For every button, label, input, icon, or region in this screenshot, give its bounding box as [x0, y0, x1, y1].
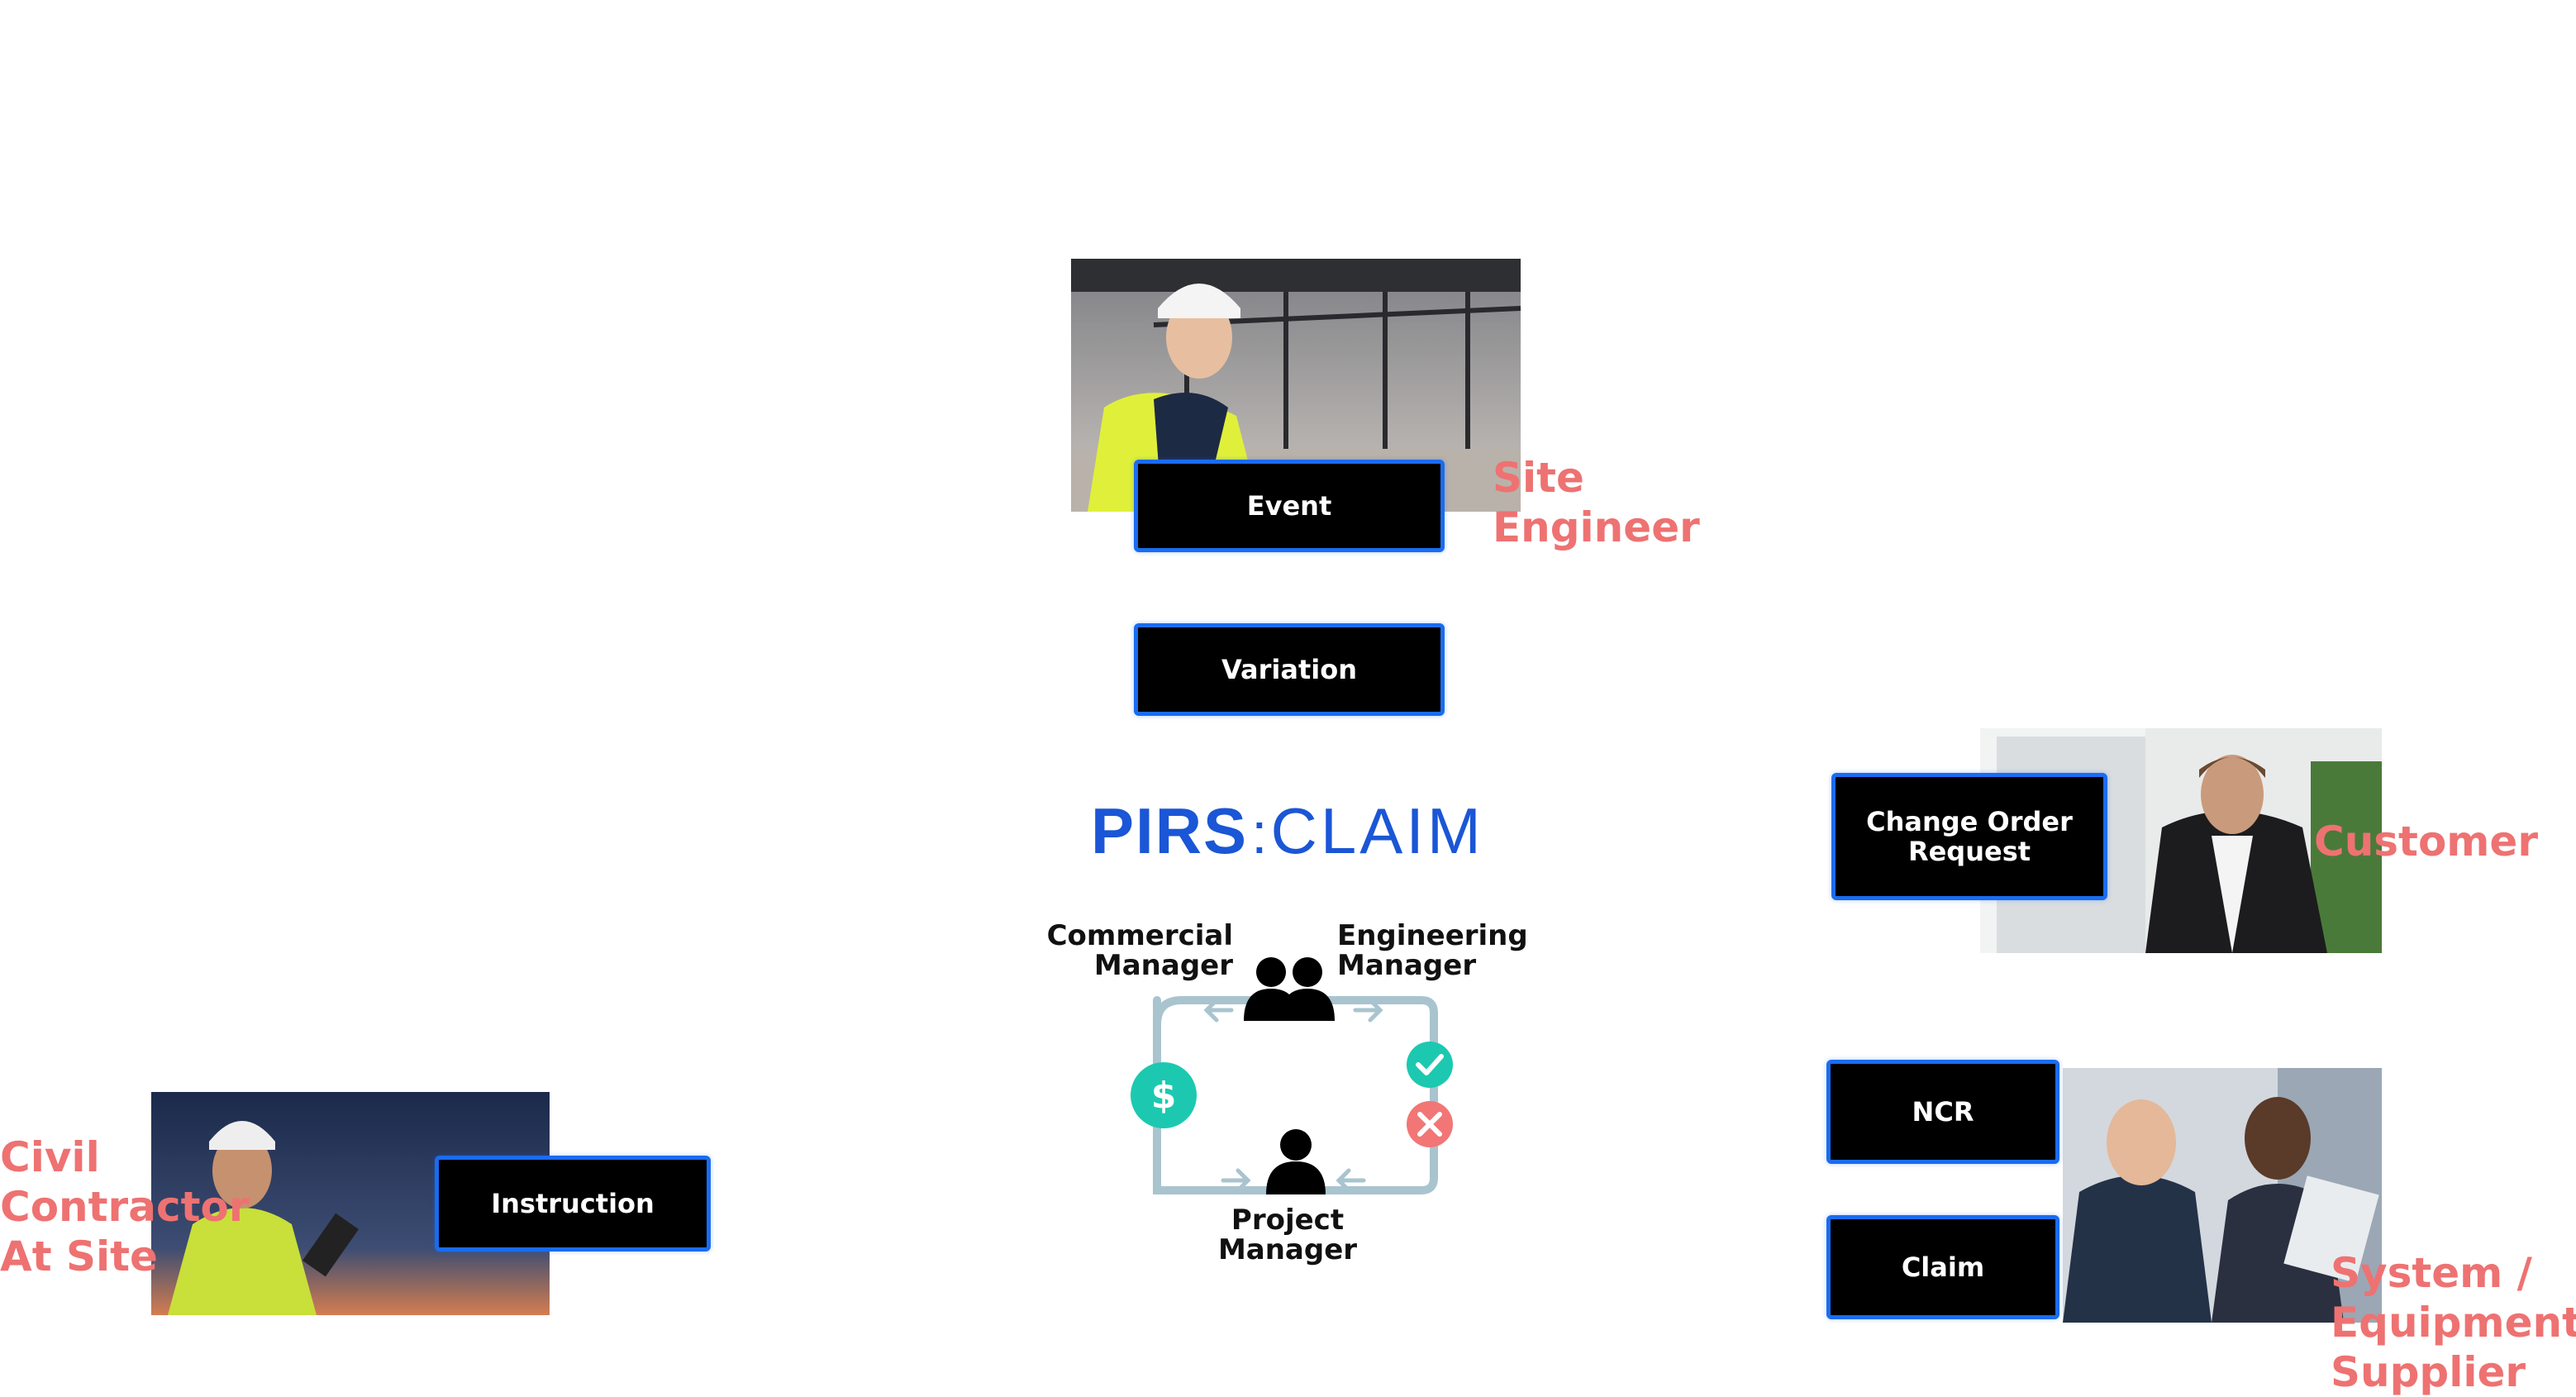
- change-order-label-line2: Request: [1907, 836, 2031, 867]
- person-icon: [1266, 1129, 1326, 1194]
- variation-button[interactable]: Variation: [1134, 623, 1445, 716]
- dollar-symbol: $: [1151, 1075, 1177, 1117]
- arrow-left-icon: [1336, 1168, 1366, 1193]
- customer-photo: [1980, 728, 2382, 953]
- logo-claim: CLAIM: [1270, 794, 1484, 867]
- engineering-line2: Manager: [1337, 949, 1477, 982]
- engineering-manager-label: Engineering Manager: [1337, 921, 1528, 980]
- customer-text: Customer: [2314, 818, 2538, 865]
- variation-label: Variation: [1221, 654, 1357, 685]
- pirs-claim-logo: PIRS : CLAIM: [1091, 794, 1484, 868]
- check-icon: [1407, 1042, 1453, 1088]
- claim-button[interactable]: Claim: [1826, 1215, 2059, 1319]
- commercial-manager-label: Commercial Manager: [1046, 921, 1233, 980]
- dollar-icon: $: [1131, 1062, 1197, 1128]
- instruction-button[interactable]: Instruction: [435, 1156, 711, 1252]
- supplier-photo: [2063, 1068, 2382, 1323]
- commercial-line1: Commercial: [1046, 919, 1233, 952]
- ncr-label: NCR: [1912, 1096, 1974, 1128]
- civil-line2: Contractor: [0, 1183, 250, 1231]
- cycle-path: [1153, 996, 1438, 1194]
- event-button[interactable]: Event: [1134, 460, 1445, 552]
- project-manager-label: Project Manager: [1205, 1205, 1370, 1265]
- people-icon: [1244, 957, 1335, 1021]
- engineering-line1: Engineering: [1337, 919, 1528, 952]
- commercial-line2: Manager: [1093, 949, 1233, 982]
- claim-label: Claim: [1901, 1252, 1985, 1283]
- event-label: Event: [1246, 490, 1332, 522]
- civil-line3: At Site: [0, 1233, 158, 1280]
- arrow-right-icon: [1221, 1168, 1251, 1193]
- supplier-line1: System /: [2331, 1249, 2532, 1297]
- logo-separator: :: [1251, 801, 1268, 865]
- change-order-label-line1: Change Order: [1866, 806, 2073, 837]
- instruction-label: Instruction: [491, 1188, 655, 1219]
- site-engineer-label: Site Engineer: [1493, 453, 1700, 552]
- civil-contractor-label: Civil Contractor At Site: [0, 1132, 250, 1281]
- customer-label: Customer: [2314, 817, 2538, 866]
- project-line1: Project: [1231, 1204, 1345, 1237]
- ncr-button[interactable]: NCR: [1826, 1060, 2059, 1164]
- supplier-line3: Supplier: [2331, 1348, 2526, 1396]
- supplier-line2: Equipment: [2331, 1299, 2576, 1347]
- logo-pirs: PIRS: [1091, 794, 1249, 867]
- arrow-right-icon: [1353, 998, 1383, 1023]
- supplier-label: System / Equipment Supplier: [2331, 1248, 2576, 1397]
- cross-icon: [1407, 1101, 1453, 1147]
- approval-cycle-diagram: $: [1131, 957, 1453, 1194]
- change-order-request-button[interactable]: Change Order Request: [1831, 773, 2107, 900]
- site-engineer-line2: Engineer: [1493, 503, 1700, 551]
- arrow-left-icon: [1203, 998, 1234, 1023]
- civil-line1: Civil: [0, 1133, 100, 1181]
- site-engineer-line1: Site: [1493, 454, 1584, 502]
- project-line2: Manager: [1217, 1233, 1358, 1266]
